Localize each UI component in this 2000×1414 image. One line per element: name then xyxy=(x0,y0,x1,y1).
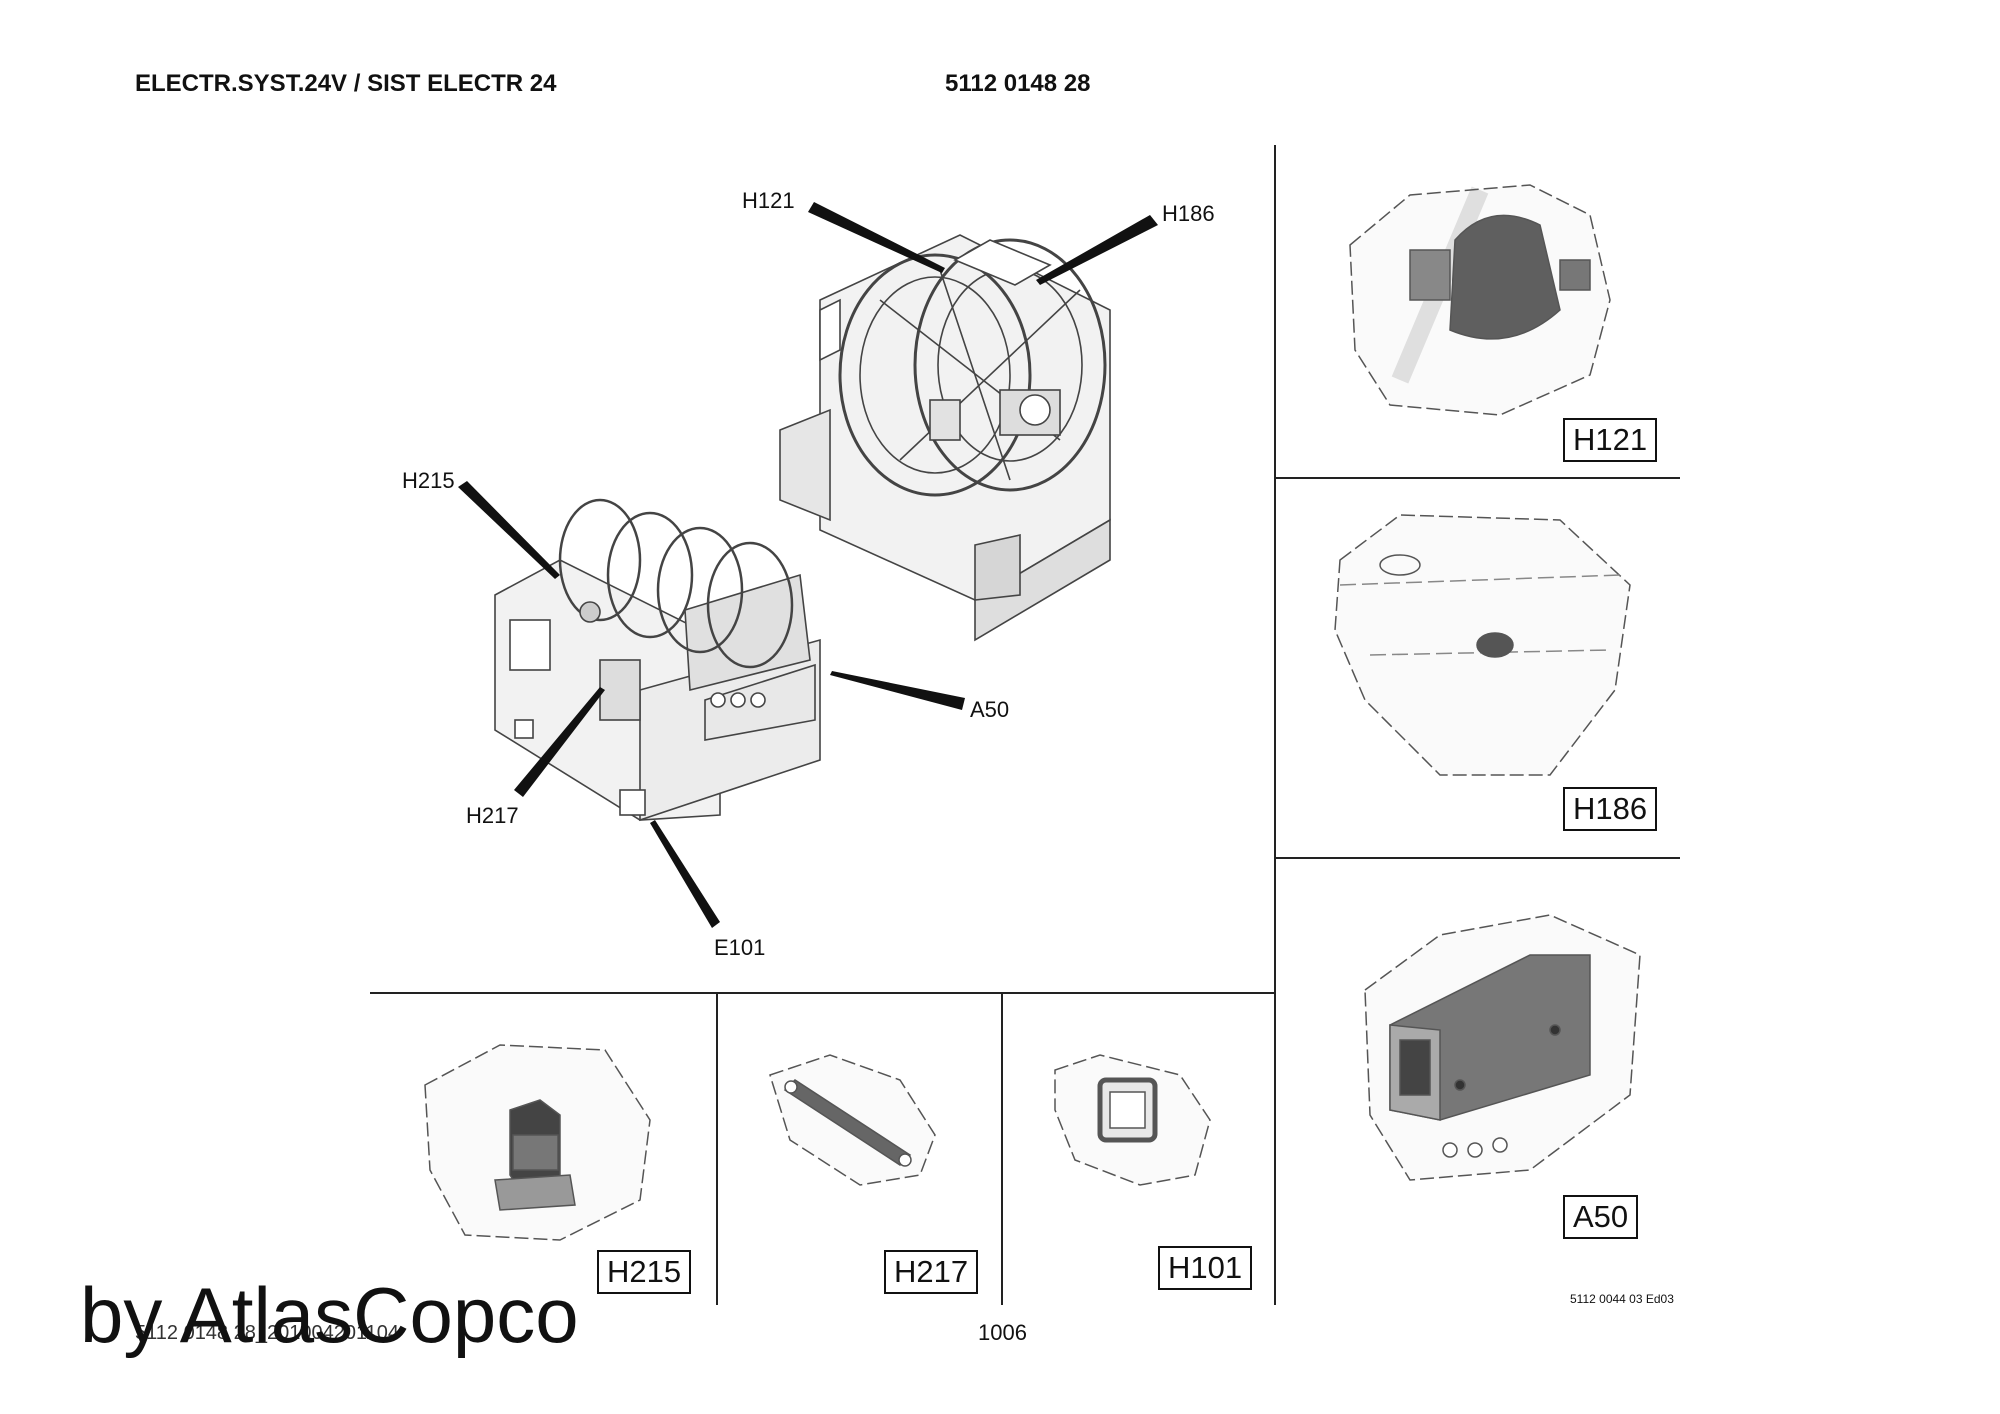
detail-a50-art xyxy=(1364,914,1641,1181)
detail-h186-art xyxy=(1334,514,1631,776)
diagram-title: ELECTR.SYST.24V / SIST ELECTR 24 xyxy=(135,70,557,97)
file-code: 5112 0148 28_201004201104 xyxy=(135,1322,399,1344)
panel-dividers xyxy=(370,145,1680,1305)
panel-label-h121: H121 xyxy=(1563,418,1658,462)
panel-label-h215: H215 xyxy=(597,1250,692,1294)
upper-reel-assembly xyxy=(779,234,1111,642)
document-reference: 5112 0044 03 Ed03 xyxy=(1570,1292,1674,1306)
part-number: 5112 0148 28 xyxy=(945,70,1091,97)
lower-reel-assembly xyxy=(494,498,821,822)
callout-h186: H186 xyxy=(1162,201,1215,226)
detail-h101-art xyxy=(1054,1054,1211,1186)
detail-h121-art xyxy=(1349,184,1611,416)
callout-a50: A50 xyxy=(970,697,1010,722)
callout-h121: H121 xyxy=(742,188,795,213)
callout-e101: E101 xyxy=(714,935,766,960)
panel-label-h217: H217 xyxy=(884,1250,979,1294)
detail-h215-art xyxy=(424,1044,651,1241)
page-number: 1006 xyxy=(978,1320,1027,1345)
callout-leaders xyxy=(458,202,1158,928)
panel-label-h186: H186 xyxy=(1563,787,1658,831)
watermark: by AtlasCopco xyxy=(80,1271,579,1359)
callout-h217: H217 xyxy=(466,803,519,828)
panel-label-h101: H101 xyxy=(1158,1246,1253,1290)
detail-h217-art xyxy=(769,1054,936,1186)
panel-label-a50: A50 xyxy=(1563,1195,1639,1239)
callout-h215: H215 xyxy=(402,468,455,493)
